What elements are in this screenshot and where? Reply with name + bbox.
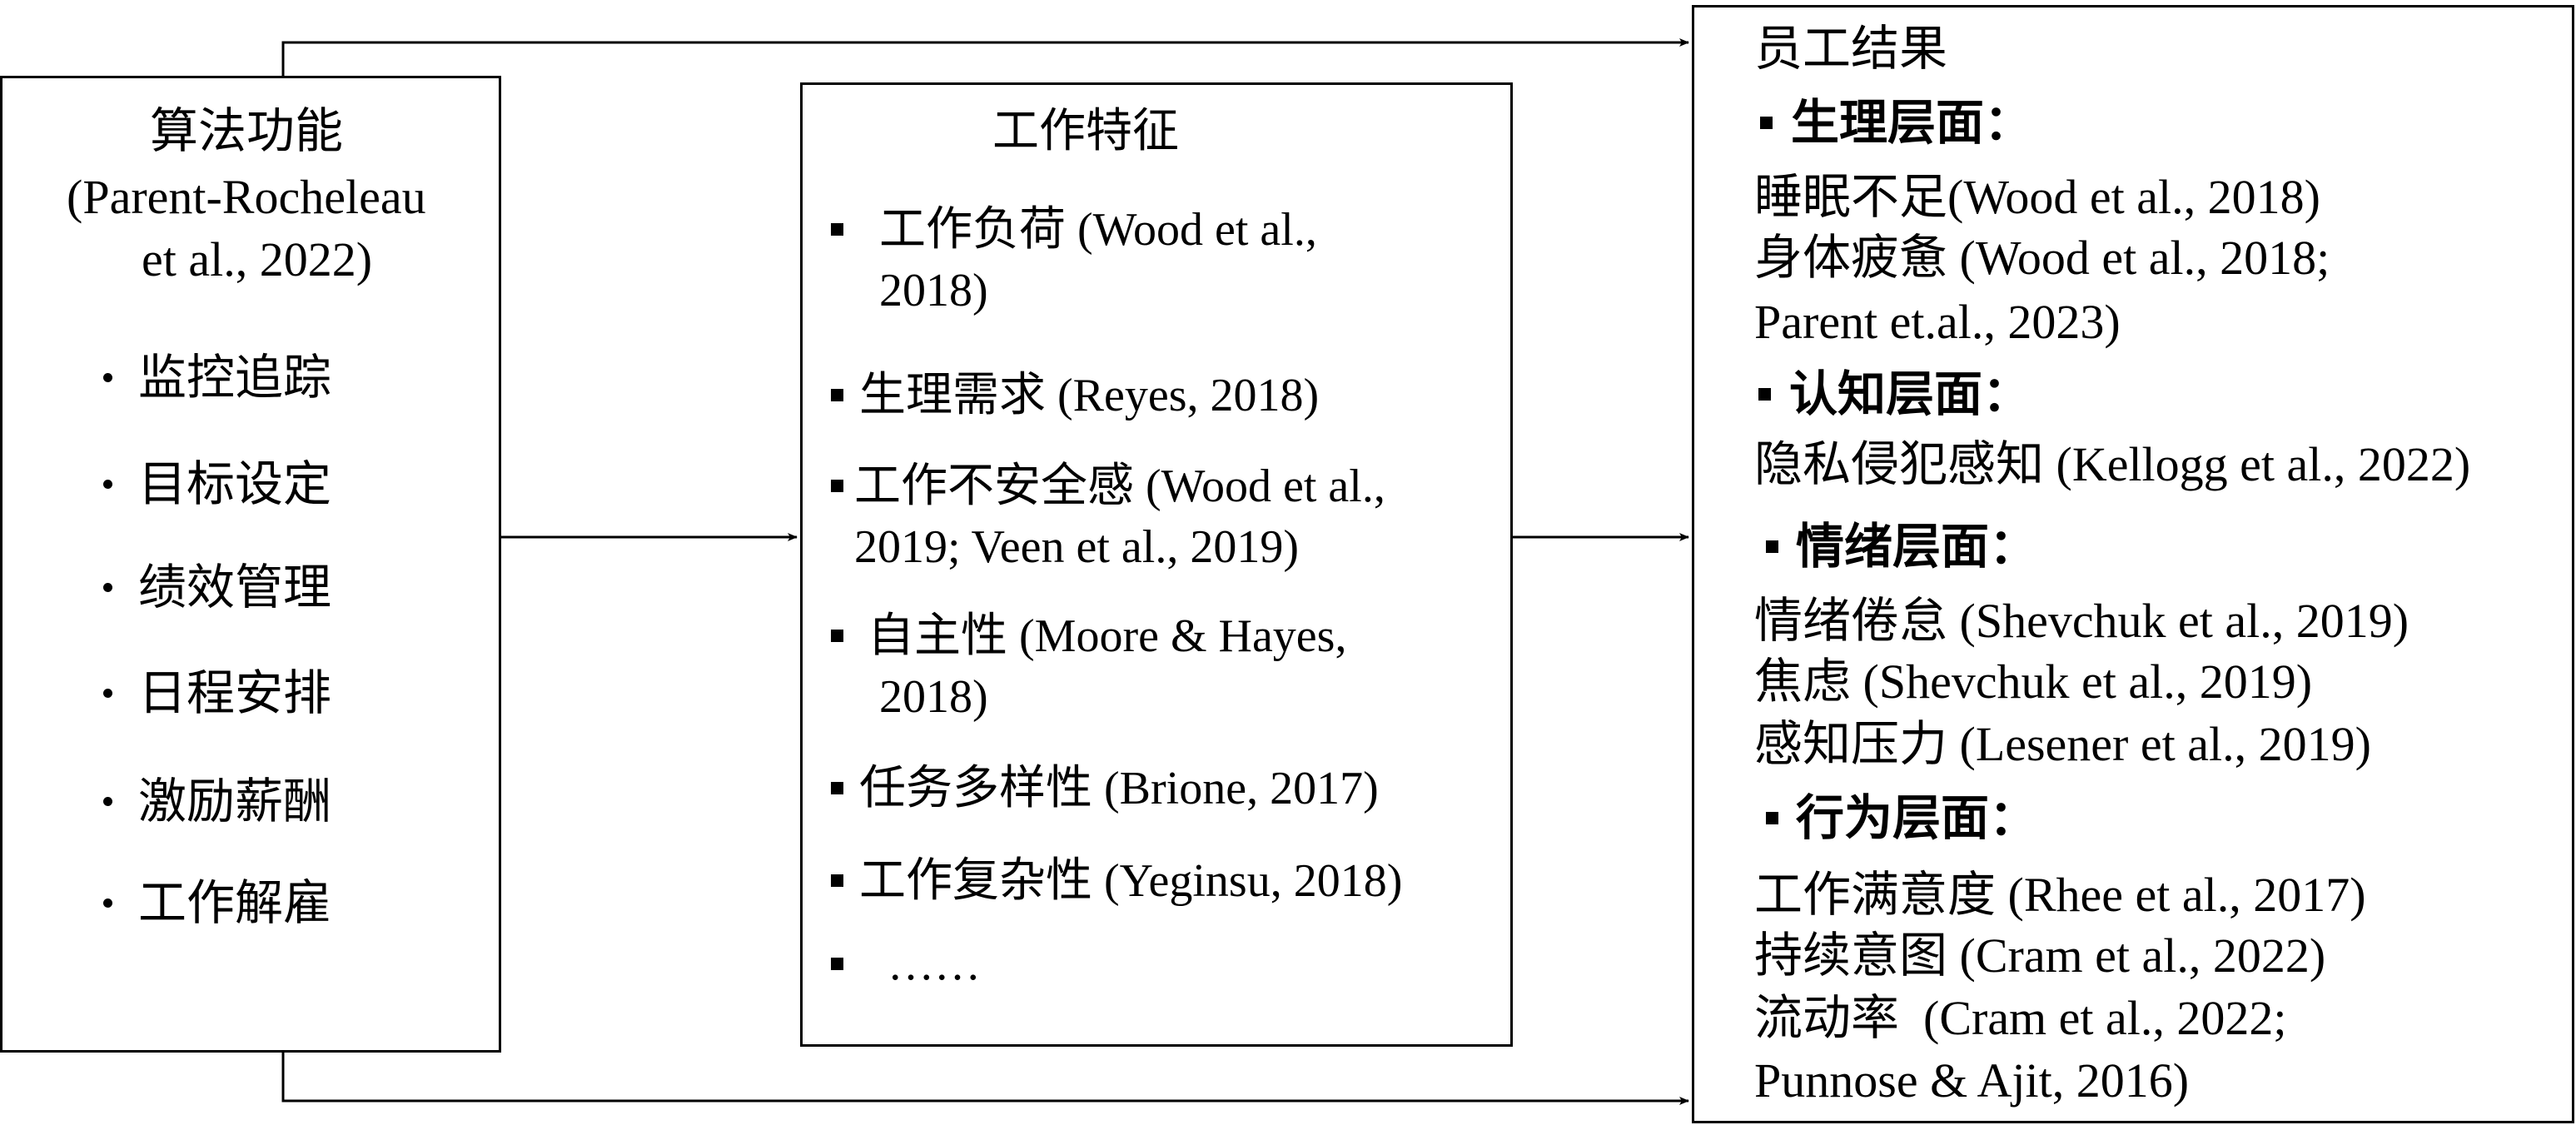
outcome-line: Parent et.al., 2023): [1754, 295, 2121, 349]
job-item-continuation: 2019; Veen et al., 2019): [854, 521, 1299, 573]
bullet-icon: [831, 874, 843, 887]
arrow-top-algorithm-to-outcome: [281, 38, 1689, 76]
job-item-ellipsis: ……: [888, 938, 981, 990]
bullet-icon: [103, 899, 112, 908]
job-box-title: 工作特征: [992, 106, 1179, 157]
job-item: 任务多样性 (Brione, 2017): [859, 763, 1379, 814]
bullet-icon: [103, 797, 112, 806]
arrow-bottom-algorithm-to-outcome: [281, 1052, 1689, 1105]
outcome-line: 感知压力 (Lesener et al., 2019): [1754, 717, 2371, 771]
algorithm-item: 工作解雇: [138, 876, 332, 930]
behavioral-heading: 行为层面：: [1796, 791, 2038, 845]
emotional-heading: 情绪层面：: [1796, 520, 2038, 574]
outcome-box-title: 员工结果: [1754, 22, 1948, 76]
outcome-line: 睡眠不足(Wood et al., 2018): [1754, 170, 2320, 224]
algorithm-item: 目标设定: [138, 457, 332, 511]
job-item-continuation: 2018): [879, 671, 988, 723]
employee-outcomes-box: [1692, 5, 2574, 1123]
bullet-icon: [831, 630, 843, 642]
algorithm-functions-box: [0, 76, 501, 1053]
outcome-line: 情绪倦怠 (Shevchuk et al., 2019): [1754, 594, 2409, 648]
algorithm-box-title: 算法功能: [150, 104, 344, 158]
bullet-icon: [1758, 388, 1771, 401]
bullet-icon: [1766, 812, 1778, 824]
algorithm-item: 激励薪酬: [138, 774, 332, 829]
bullet-icon: [103, 373, 112, 382]
bullet-icon: [831, 782, 843, 794]
bullet-icon: [103, 480, 112, 489]
bullet-icon: [831, 223, 843, 236]
algorithm-citation-line1: (Parent-Rocheleau: [67, 170, 426, 224]
outcome-line: 持续意图 (Cram et al., 2022): [1754, 928, 2326, 983]
job-item: 生理需求 (Reyes, 2018): [859, 370, 1320, 421]
outcome-line: 身体疲惫 (Wood et al., 2018;: [1754, 231, 2330, 285]
algorithm-item: 绩效管理: [138, 560, 332, 615]
outcome-line: 工作满意度 (Rhee et al., 2017): [1754, 868, 2366, 922]
physiological-heading: 生理层面：: [1791, 96, 2033, 150]
outcome-line: 隐私侵犯感知 (Kellogg et al., 2022): [1754, 437, 2471, 491]
bullet-icon: [103, 689, 112, 698]
bullet-icon: [1760, 117, 1773, 129]
bullet-icon: [831, 480, 843, 492]
bullet-icon: [831, 389, 843, 401]
bullet-icon: [1766, 540, 1778, 553]
job-item: 工作复杂性 (Yeginsu, 2018): [859, 855, 1403, 907]
bullet-icon: [103, 583, 112, 592]
algorithm-item: 日程安排: [138, 666, 332, 720]
job-item: 工作不安全感 (Wood et al.,: [854, 460, 1385, 512]
outcome-line: 焦虑 (Shevchuk et al., 2019): [1754, 655, 2313, 709]
algorithm-citation-line2: et al., 2022): [142, 232, 373, 286]
cognitive-heading: 认知层面：: [1789, 367, 2031, 421]
bullet-icon: [831, 958, 843, 970]
job-characteristics-box: [800, 82, 1513, 1047]
outcome-line: Punnose & Ajit, 2016): [1754, 1053, 2190, 1108]
job-item: 工作负荷 (Wood et al.,: [879, 204, 1317, 256]
algorithm-item: 监控追踪: [138, 351, 332, 405]
job-item-continuation: 2018): [879, 265, 988, 316]
outcome-line: 流动率 (Cram et al., 2022;: [1754, 991, 2287, 1045]
job-item: 自主性 (Moore & Hayes,: [868, 610, 1347, 662]
